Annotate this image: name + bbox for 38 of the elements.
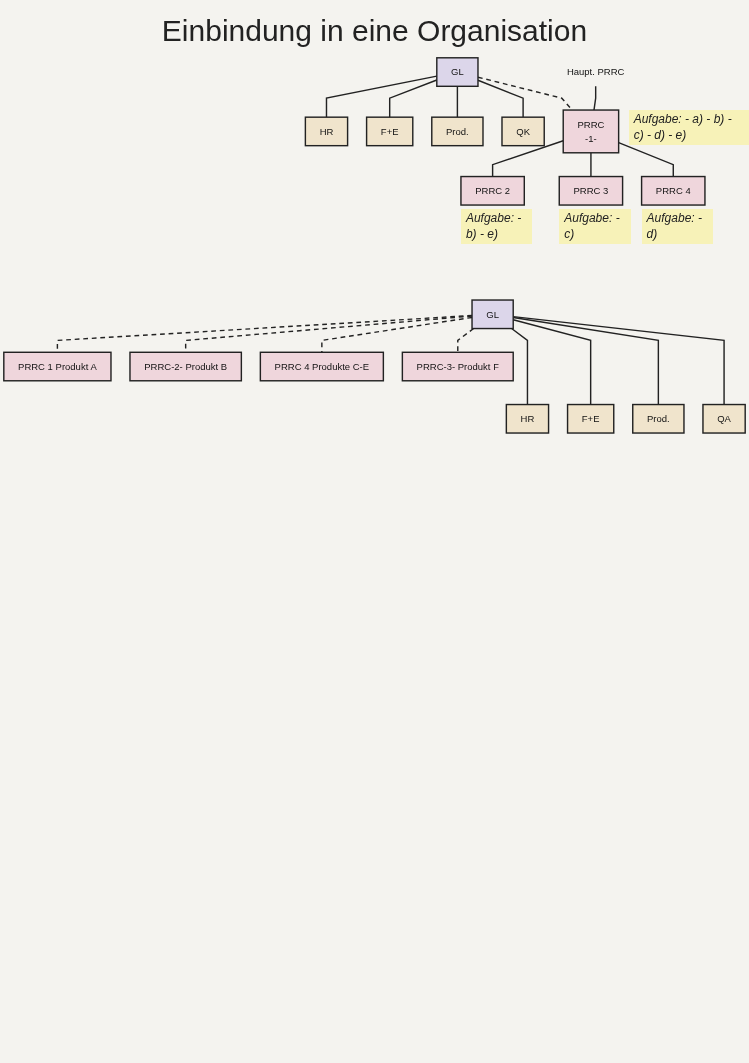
node-box: QA (702, 403, 746, 434)
diagram-title: Einbindung in eine Organisation (160, 13, 589, 49)
node-box: PRRC 4 (640, 175, 706, 206)
node-box: Prod. (431, 116, 484, 147)
connector (590, 152, 592, 178)
connector (477, 76, 573, 111)
connector (56, 314, 473, 353)
node-box: PRRC 2 (460, 175, 525, 206)
connector (321, 316, 473, 353)
node-box: F+E (566, 403, 615, 434)
connector (512, 316, 660, 406)
node-box: QK (501, 116, 545, 147)
node-box: PRRC 1 Produkt A (3, 351, 112, 382)
node-box: PRRC 3 (558, 175, 624, 206)
node-text: Haupt. PRRC (566, 66, 625, 78)
connector (510, 327, 529, 406)
node-box: F+E (365, 116, 414, 147)
task-note: Aufgabe: - c) (559, 209, 631, 245)
task-note: Aufgabe: - a) - b) - c) - d) - e) (628, 110, 749, 146)
connector (184, 315, 473, 353)
connector (456, 85, 459, 118)
node-box: PRRC -1- (562, 109, 620, 154)
task-note: Aufgabe: - b) - e) (460, 209, 533, 245)
node-box: PRRC-3- Produkt F (401, 351, 514, 382)
node-box: PRRC-2- Produkt B (129, 351, 243, 382)
node-box: PRRC 4 Produkte C-E (259, 351, 385, 382)
connector (477, 79, 524, 118)
node-box: HR (505, 403, 550, 434)
connector (512, 315, 725, 406)
connector (593, 85, 597, 111)
node-box: GL (436, 57, 479, 87)
connector (457, 327, 475, 353)
connector (512, 319, 592, 406)
node-box: Prod. (632, 403, 685, 434)
node-box: HR (304, 116, 349, 147)
node-box: GL (471, 299, 514, 330)
connector (491, 140, 564, 178)
task-note: Aufgabe: - d) (641, 209, 713, 245)
